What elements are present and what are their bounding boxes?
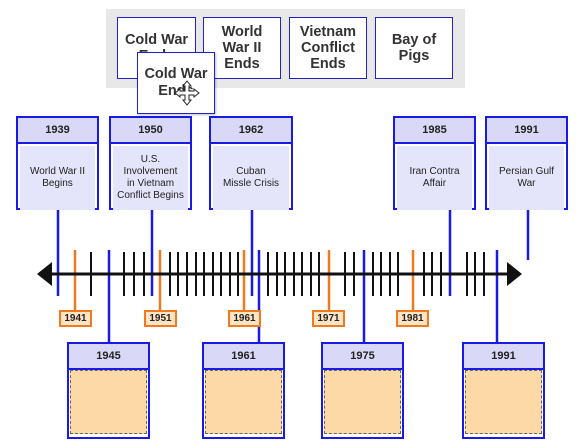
marker-label-1941: 1941 bbox=[59, 310, 92, 327]
event-year: 1950 bbox=[111, 118, 190, 144]
event-year: 1962 bbox=[211, 118, 291, 144]
drop-target-year: 1961 bbox=[204, 344, 283, 370]
card-bay-of-pigs[interactable]: Bay of Pigs bbox=[375, 17, 453, 79]
drop-slot[interactable] bbox=[465, 370, 542, 434]
event-title: World War II Begins bbox=[20, 146, 95, 210]
drop-target-1991[interactable]: 1991 bbox=[462, 342, 545, 439]
event-title: Cuban Missle Crisis bbox=[213, 146, 289, 210]
drop-target-1961[interactable]: 1961 bbox=[202, 342, 285, 439]
drop-slot[interactable] bbox=[324, 370, 401, 434]
event-year: 1985 bbox=[395, 118, 474, 144]
drop-slot[interactable] bbox=[70, 370, 147, 434]
event-title: U.S. Involvement in Vietnam Conflict Beg… bbox=[113, 146, 188, 210]
right-arrow-icon bbox=[507, 262, 522, 286]
move-cursor-icon bbox=[174, 80, 200, 106]
event-card-1962: 1962 Cuban Missle Crisis bbox=[209, 116, 293, 210]
drop-target-year: 1945 bbox=[69, 344, 148, 370]
marker-label-1981: 1981 bbox=[396, 310, 429, 327]
event-card-1985: 1985 Iran Contra Affair bbox=[393, 116, 476, 210]
event-card-1939: 1939 World War II Begins bbox=[16, 116, 99, 210]
left-arrow-icon bbox=[37, 262, 52, 286]
event-title: Persian Gulf War bbox=[489, 146, 564, 210]
drop-target-year: 1991 bbox=[464, 344, 543, 370]
event-year: 1991 bbox=[487, 118, 566, 144]
event-title: Iran Contra Affair bbox=[397, 146, 472, 210]
drop-target-1975[interactable]: 1975 bbox=[321, 342, 404, 439]
event-year: 1939 bbox=[18, 118, 97, 144]
event-card-1950: 1950 U.S. Involvement in Vietnam Conflic… bbox=[109, 116, 192, 210]
event-card-1991: 1991 Persian Gulf War bbox=[485, 116, 568, 210]
marker-label-1951: 1951 bbox=[144, 310, 177, 327]
marker-label-1961: 1961 bbox=[228, 310, 261, 327]
card-world-war-ii-ends[interactable]: World War II Ends bbox=[203, 17, 281, 79]
marker-label-1971: 1971 bbox=[312, 310, 345, 327]
drop-slot[interactable] bbox=[205, 370, 282, 434]
drop-target-year: 1975 bbox=[323, 344, 402, 370]
card-vietnam-conflict-ends[interactable]: Vietnam Conflict Ends bbox=[289, 17, 367, 79]
drop-target-1945[interactable]: 1945 bbox=[67, 342, 150, 439]
marker-ticks bbox=[73, 250, 415, 310]
